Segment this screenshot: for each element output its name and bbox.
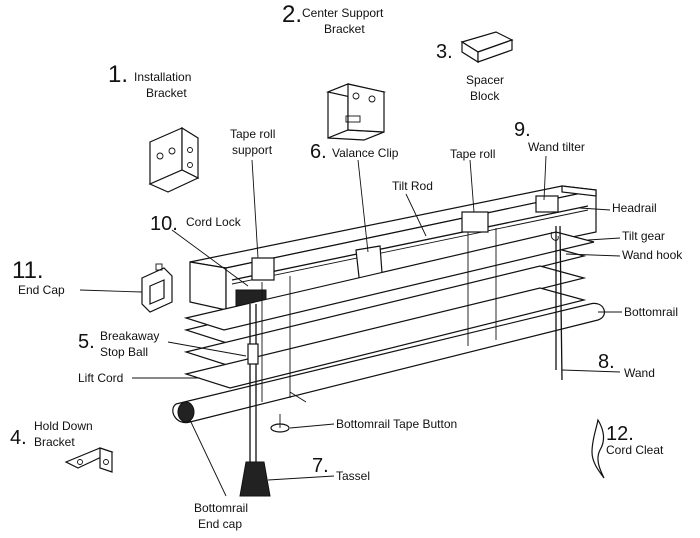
cord-cleat-icon: [591, 418, 605, 479]
end-cap-icon: [141, 263, 173, 313]
part-1-number: 1.: [108, 61, 128, 88]
part-9-label: Wand tilter: [528, 140, 585, 154]
wand-hook-label: Wand hook: [622, 248, 683, 262]
bottomrail-tape-button-label: Bottomrail Tape Button: [336, 417, 457, 431]
part-7-number: 7.: [312, 455, 329, 477]
part-1-label-line2: Bracket: [146, 86, 187, 100]
part-2-label-line2: Bracket: [324, 22, 365, 36]
spacer-block-icon: [460, 31, 514, 64]
center-support-bracket-icon: [325, 83, 387, 141]
part-3-label-line2: Block: [470, 89, 500, 103]
hold-down-bracket-icon: [64, 447, 114, 473]
part-3-label-line1: Spacer: [466, 73, 504, 87]
part-4-label-line1: Hold Down: [34, 419, 93, 433]
part-6-label: Valance Clip: [332, 146, 399, 160]
part-10-number: 10.: [150, 213, 178, 235]
part-10-label: Cord Lock: [186, 215, 242, 229]
bottomrail-end-cap-label-line2: End cap: [198, 517, 242, 531]
headrail-label: Headrail: [612, 201, 657, 215]
part-2-number: 2.: [282, 1, 302, 28]
tape-roll-support-label-line2: support: [232, 143, 273, 157]
part-12-label: Cord Cleat: [606, 443, 664, 457]
bottomrail-label: Bottomrail: [624, 305, 678, 319]
part-11-label: End Cap: [18, 283, 65, 297]
part-5-number: 5.: [78, 331, 95, 353]
part-5-label-line2: Stop Ball: [100, 345, 148, 359]
part-8-label: Wand: [624, 366, 655, 380]
part-2-label-line1: Center Support: [302, 6, 384, 20]
part-6-number: 6.: [310, 141, 327, 163]
part-4-label-line2: Bracket: [34, 435, 75, 449]
lift-cord-label: Lift Cord: [78, 371, 123, 385]
part-8-number: 8.: [598, 351, 615, 373]
part-7-label: Tassel: [336, 469, 370, 483]
part-5-label-line1: Breakaway: [100, 329, 159, 343]
part-1-label-line1: Installation: [134, 70, 191, 84]
tilt-gear-label: Tilt gear: [622, 229, 665, 243]
blind-assembly: [172, 185, 606, 497]
part-12-number: 12.: [606, 423, 634, 445]
bottomrail-end-cap-label-line1: Bottomrail: [194, 501, 248, 515]
tape-roll-label: Tape roll: [450, 147, 495, 161]
part-3-number: 3.: [436, 41, 453, 63]
part-11-number: 11.: [12, 257, 44, 284]
part-4-number: 4.: [10, 427, 27, 449]
part-9-number: 9.: [514, 119, 531, 141]
tilt-rod-label: Tilt Rod: [392, 179, 433, 193]
installation-bracket-icon: [148, 126, 200, 193]
leader-lines: [79, 155, 622, 497]
tape-roll-support-label-line1: Tape roll: [230, 127, 275, 141]
